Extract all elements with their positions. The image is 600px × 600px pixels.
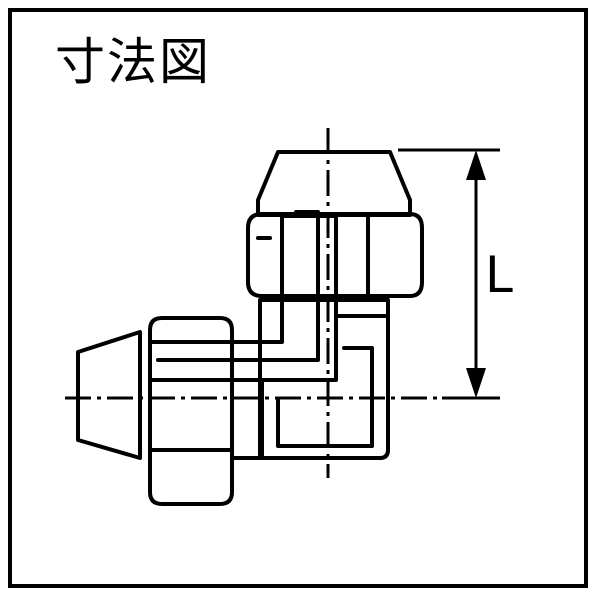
elbow-inner (156, 210, 320, 362)
elbow-block (258, 298, 390, 460)
left-socket (230, 378, 264, 460)
top-nut-body (246, 212, 424, 298)
elbow-outer (148, 214, 338, 382)
dim-arrow-bottom (466, 368, 486, 398)
dim-arrow-top (466, 150, 486, 180)
dimension-label-L: L (485, 246, 513, 304)
left-flare-cone (76, 330, 142, 460)
diagram-title: 寸法図 (55, 33, 211, 91)
elbow-block-inner (276, 346, 374, 448)
left-nut-body (148, 316, 234, 506)
top-flare-cone (256, 150, 412, 217)
